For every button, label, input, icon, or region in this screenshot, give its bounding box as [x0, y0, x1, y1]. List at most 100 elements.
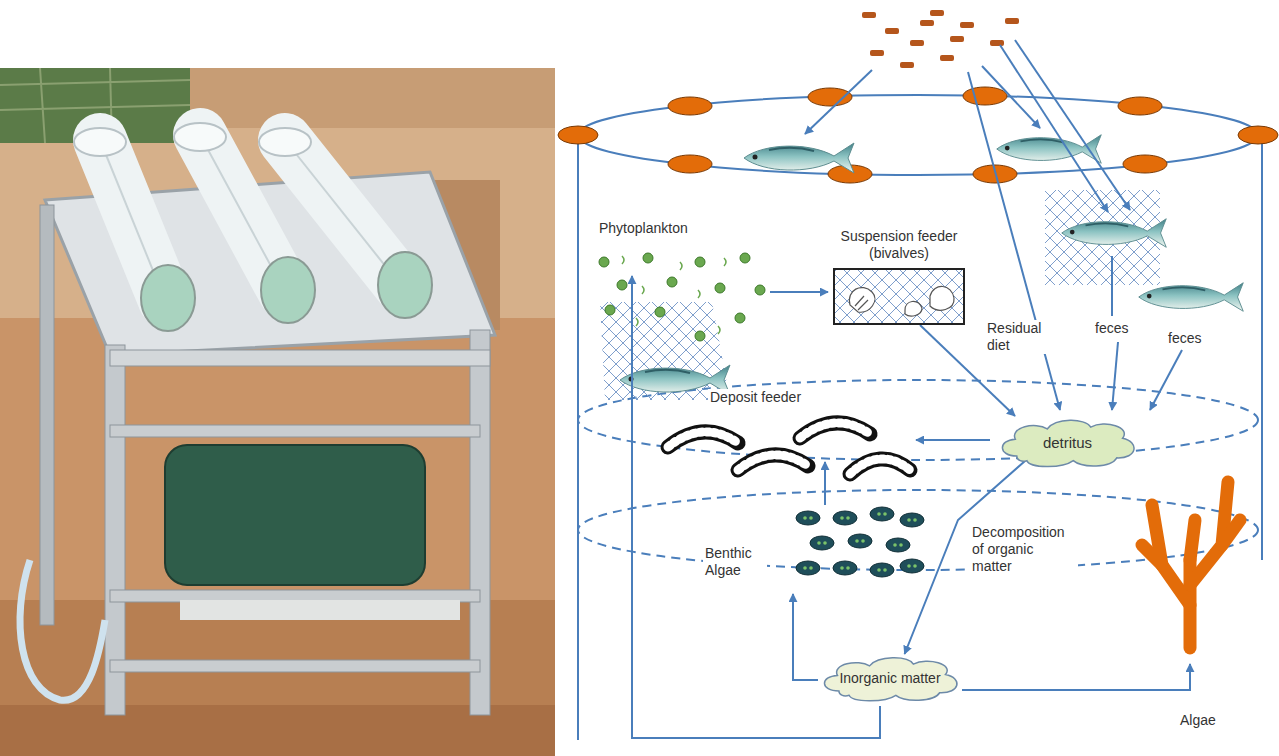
- bivalve-shell: [930, 286, 954, 310]
- feed-pellet: [862, 12, 876, 18]
- phytoplankton-cell: [695, 257, 705, 267]
- deposit-feeder: [668, 432, 738, 447]
- benthic-algae: [833, 511, 857, 525]
- phytoplankton-cell: [599, 253, 765, 341]
- deposit-feeder: [668, 432, 738, 447]
- diagram-label: Benthic Algae: [703, 545, 767, 579]
- benthic-algae: [870, 563, 894, 577]
- feed-pellet: [870, 50, 884, 56]
- benthic-algae: [913, 518, 917, 522]
- bivalve-shell: [849, 288, 875, 313]
- deposit-feeder: [850, 459, 910, 474]
- benthic-algae: [796, 511, 820, 525]
- benthic-algae: [893, 543, 897, 547]
- flow-arrow: [916, 439, 990, 441]
- feed-pellet: [910, 40, 924, 46]
- device-photo: [0, 68, 555, 756]
- benthic-algae: [803, 516, 807, 520]
- feed-pellet: [885, 28, 899, 34]
- device-photo: [180, 600, 460, 620]
- feed-pellet: [862, 10, 1019, 68]
- seaweed: [1142, 545, 1162, 565]
- fish: [1139, 283, 1244, 312]
- cage-float: [558, 126, 598, 144]
- flow-arrow: [805, 70, 872, 134]
- flow-arrow: [770, 291, 828, 293]
- device-photo: [110, 425, 480, 437]
- cage-float: [963, 87, 1007, 105]
- phytoplankton-cell: [617, 280, 627, 290]
- phytoplankton-cell: [642, 286, 644, 294]
- benthic-algae: [883, 568, 887, 572]
- feed-pellet: [900, 62, 914, 68]
- flow-arrow: [968, 72, 1060, 410]
- deposit-feeder: [668, 423, 910, 474]
- phytoplankton-cell: [667, 277, 677, 287]
- phytoplankton-cell: [622, 256, 726, 334]
- deposit-feeder: [850, 459, 910, 474]
- phytoplankton-cell: [643, 253, 653, 263]
- node-text: detritus: [1043, 434, 1092, 451]
- device-photo: [0, 68, 555, 756]
- device-photo: [20, 560, 105, 700]
- diagram-label: Phytoplankton: [597, 220, 690, 237]
- deposit-feeder: [800, 423, 870, 438]
- phytoplankton-cell: [724, 258, 726, 266]
- cloud-node: Inorganic matter: [817, 652, 963, 704]
- benthic-algae: [810, 536, 834, 550]
- flow-arrow: [1112, 342, 1118, 410]
- feed-pellet: [1005, 18, 1019, 24]
- cloud-outline: [824, 658, 957, 701]
- phytoplankton-cell: [755, 285, 765, 295]
- benthic-algae: [803, 512, 917, 572]
- cage-box: Suspension feeder (bivalves): [833, 268, 965, 325]
- benthic-algae: [900, 513, 924, 527]
- feed-pellet: [990, 40, 1004, 46]
- net-mesh: [835, 270, 963, 323]
- device-photo: [40, 205, 54, 625]
- deposit-feeder: [738, 455, 808, 470]
- device-photo: [165, 445, 425, 585]
- deposit-feeder: [850, 459, 910, 474]
- cage-outline: [1261, 135, 1263, 560]
- flow-arrow: [632, 40, 1190, 738]
- benthic-algae: [907, 564, 911, 568]
- benthic-algae: [840, 566, 844, 570]
- node-text: Inorganic matter: [839, 670, 940, 687]
- deposit-feeder: [738, 455, 808, 470]
- flow-arrow: [793, 594, 818, 680]
- benthic-algae: [900, 559, 924, 573]
- flow-arrow: [1000, 45, 1108, 212]
- benthic-algae: [883, 512, 887, 516]
- benthic-algae: [877, 568, 881, 572]
- feed-pellet: [920, 20, 934, 26]
- benthic-algae: [913, 564, 917, 568]
- benthic-algae: [899, 543, 903, 547]
- cloud-node: detritus: [995, 414, 1140, 470]
- feed-pellet: [960, 22, 974, 28]
- phytoplankton-cell: [680, 262, 682, 270]
- fish: [744, 143, 854, 173]
- seaweed: [1190, 520, 1195, 560]
- bivalve-shell: [849, 286, 954, 316]
- phytoplankton-cell: [655, 307, 665, 317]
- diagram-label: Algae: [1178, 712, 1218, 729]
- seaweed: [1222, 520, 1240, 545]
- deposit-feeder: [800, 423, 870, 438]
- cage-float: [808, 88, 852, 106]
- cage-float: [668, 97, 712, 115]
- benthic-algae: [817, 541, 821, 545]
- benthic-algae: [796, 561, 820, 575]
- benthic-algae: [855, 539, 859, 543]
- flow-arrow: [1150, 350, 1182, 410]
- feed-pellet: [940, 55, 954, 61]
- deposit-feeder: [738, 455, 808, 470]
- cage-float: [1118, 97, 1162, 115]
- benthic-algae: [861, 539, 865, 543]
- cage-outline: [578, 95, 1258, 175]
- phytoplankton-cell: [622, 256, 624, 264]
- benthic-algae: [803, 566, 807, 570]
- cage-outline: [577, 135, 579, 740]
- bivalve-shell: [905, 301, 922, 316]
